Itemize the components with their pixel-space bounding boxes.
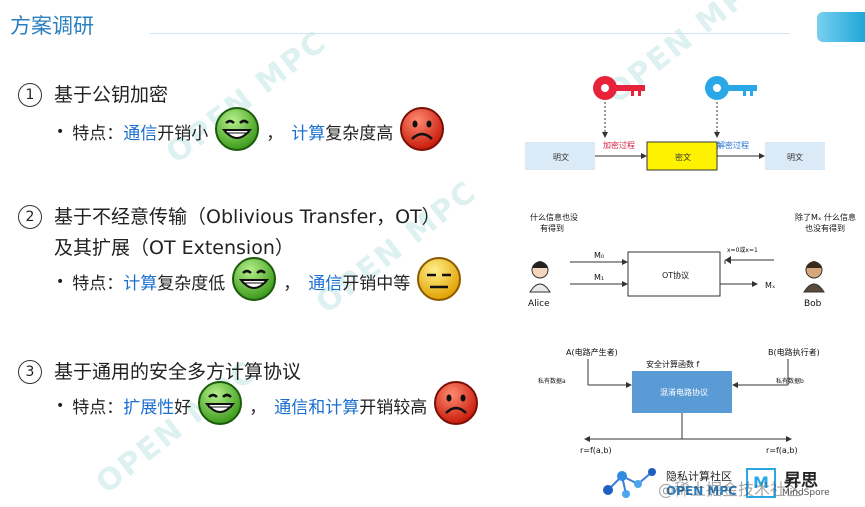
neutral-face-icon — [416, 256, 462, 307]
feature-label: 特点： — [72, 274, 124, 294]
alice-label: Alice — [528, 299, 550, 309]
corner-accent — [817, 12, 865, 42]
feature-keyword: 计算 — [123, 274, 158, 294]
m1-label: M₁ — [594, 273, 604, 282]
logo-text-bottom: OPEN MPC — [666, 484, 737, 498]
scheme-feature-3: • 特点： 扩展性 好 ， 通信和计算 开销较高 — [56, 380, 485, 431]
oblivious-transfer-diagram: 什么信息也没 有得到 除了Mₓ 什么信息 也没有得到 Alice M₀ M₁ O… — [528, 212, 856, 309]
happy-face-icon — [214, 106, 260, 157]
ot-protocol-box — [627, 251, 721, 297]
feature-separator: ， — [249, 398, 267, 418]
bob-avatar-icon — [803, 261, 825, 293]
scheme-heading-1: 1 基于公钥加密 — [18, 80, 168, 107]
mx-label: Mₓ — [765, 281, 776, 290]
heading-text: 基于不经意传输（Oblivious Transfer，OT） — [54, 206, 441, 228]
circled-number: 2 — [18, 205, 42, 229]
scheme-heading-2: 2 基于不经意传输（Oblivious Transfer，OT） — [18, 202, 441, 229]
sad-face-icon — [399, 106, 445, 157]
output-label: r=f(a,b) — [580, 446, 612, 455]
circled-number: 1 — [18, 83, 42, 107]
feature-label: 特点： — [72, 398, 124, 418]
garbled-circuit-box — [632, 371, 732, 413]
feature-text: 复杂度低 — [157, 274, 226, 294]
heading-text: 基于通用的安全多方计算协议 — [54, 361, 302, 383]
plaintext-box — [765, 142, 825, 170]
circled-number: 3 — [18, 360, 42, 384]
output-label: r=f(a,b) — [766, 446, 798, 455]
feature-text: 好 — [174, 398, 192, 418]
brand-name: 昇思 — [784, 471, 818, 491]
ot-protocol-label: OT协议 — [662, 270, 689, 280]
feature-keyword: 通信和计算 — [274, 398, 360, 418]
bob-label: Bob — [804, 299, 822, 309]
bullet-dot: • — [56, 273, 65, 290]
feature-keyword: 计算 — [291, 124, 326, 144]
bob-note: 除了Mₓ 什么信息 — [795, 212, 856, 222]
title-divider — [150, 33, 790, 34]
feature-text: 开销小 — [157, 124, 209, 144]
x-formula: x=0或x=1 — [727, 246, 758, 254]
plaintext-box — [525, 142, 595, 170]
feature-label: 特点： — [72, 124, 124, 144]
feature-text: 开销中等 — [342, 274, 411, 294]
feature-keyword: 通信 — [123, 124, 158, 144]
scheme-heading-3: 3 基于通用的安全多方计算协议 — [18, 357, 301, 384]
garbled-circuit-label: 混淆电路协议 — [660, 387, 708, 397]
feature-text: 开销较高 — [359, 398, 428, 418]
feature-text: 复杂度高 — [325, 124, 394, 144]
ciphertext-label: 密文 — [675, 152, 691, 162]
happy-face-icon — [197, 380, 243, 431]
alice-avatar-icon — [529, 261, 551, 293]
circuit-generator-label: A(电路产生者) — [566, 347, 618, 357]
alice-note: 什么信息也没 — [530, 212, 578, 222]
secure-function-label: 安全计算函数 f — [646, 359, 700, 369]
bullet-dot: • — [56, 397, 65, 414]
public-key-encryption-diagram: 加密过程 解密过程 明文 密文 明文 — [525, 76, 825, 171]
scheme-feature-1: • 特点： 通信 开销小 ， 计算 复杂度高 — [56, 106, 451, 157]
heading-text: 基于公钥加密 — [54, 84, 169, 106]
feature-keyword: 扩展性 — [123, 398, 175, 418]
feature-keyword: 通信 — [308, 274, 343, 294]
happy-face-icon — [231, 256, 277, 307]
key-icon — [705, 76, 757, 100]
plaintext-label: 明文 — [787, 152, 803, 162]
brand-subtitle: MindSpore — [782, 488, 830, 498]
logo-text-top: 隐私计算社区 — [666, 470, 732, 483]
key-icon — [593, 76, 645, 100]
bob-note: 也没有得到 — [805, 223, 845, 233]
slide-title: 方案调研 — [10, 14, 94, 38]
plaintext-label: 明文 — [553, 152, 569, 162]
circuit-executor-label: B(电路执行者) — [768, 347, 820, 357]
scheme-heading-2-continued: 及其扩展（OT Extension） — [54, 237, 294, 259]
scheme-feature-2: • 特点： 计算 复杂度低 ， 通信 开销中等 — [56, 256, 468, 307]
mindspore-m-icon: M — [746, 468, 776, 498]
private-data-a-label: 私有数据a — [538, 377, 566, 385]
openmpc-logo: 隐私计算社区 OPEN MPC — [600, 462, 737, 504]
m0-label: M₀ — [594, 251, 604, 260]
ciphertext-box — [646, 141, 718, 171]
alice-note: 有得到 — [540, 223, 564, 233]
sad-face-icon — [433, 380, 479, 431]
bullet-dot: • — [56, 123, 65, 140]
encrypt-label: 加密过程 — [603, 140, 635, 150]
secure-mpc-diagram: A(电路产生者) B(电路执行者) 安全计算函数 f 私有数据a 私有数据b 混… — [538, 347, 820, 455]
molecule-logo-icon — [603, 468, 656, 498]
private-data-b-label: 私有数据b — [776, 377, 804, 385]
feature-separator: ， — [266, 124, 284, 144]
mindspore-logo: M 昇思 MindSpore — [746, 466, 856, 504]
decrypt-label: 解密过程 — [717, 140, 749, 150]
site-watermark: @稀土掘金技术社区 — [658, 480, 803, 499]
feature-separator: ， — [283, 274, 301, 294]
